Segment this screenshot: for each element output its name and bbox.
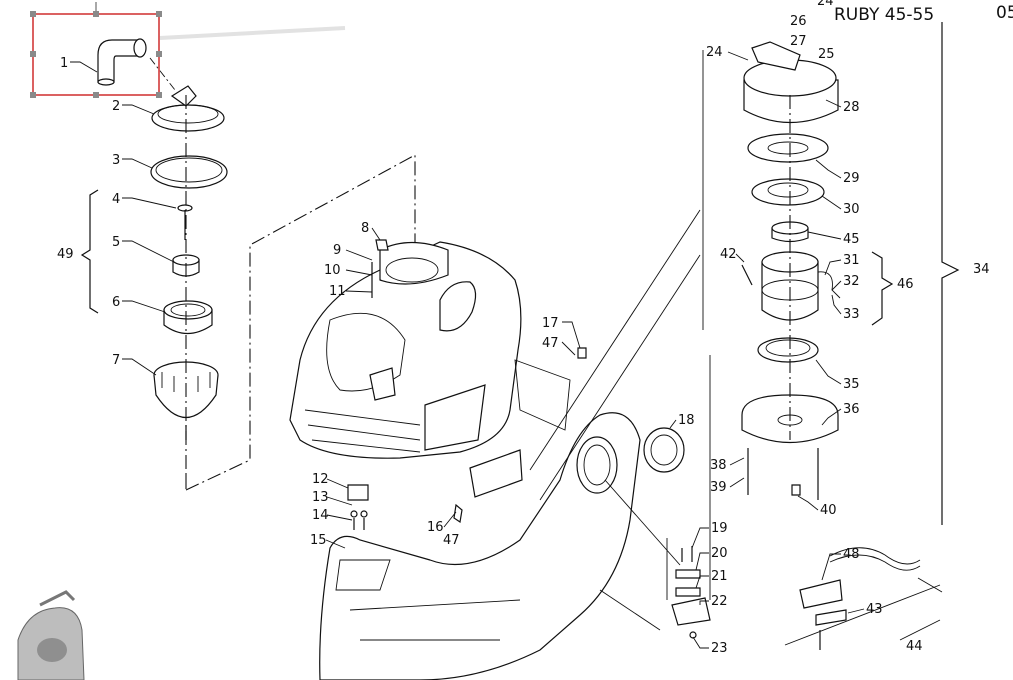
callout-6: 6	[112, 295, 120, 310]
part-29-gasket	[747, 133, 829, 163]
callout-labels: 1 2 3 4 5 6 7 8 9 10 11 12 13 14 15 16 1…	[57, 0, 990, 656]
callout-28: 28	[843, 100, 860, 115]
callout-46: 46	[897, 277, 914, 292]
callout-15: 15	[310, 533, 327, 548]
part-35-gasket	[757, 337, 819, 363]
part-6-ring	[163, 300, 213, 335]
callout-2: 2	[112, 99, 120, 114]
callout-36: 36	[843, 402, 860, 417]
part-31-motor	[741, 251, 841, 321]
callout-19: 19	[711, 521, 728, 536]
callout-17: 17	[542, 316, 559, 331]
callout-47-top: 47	[542, 336, 559, 351]
part-30-ring	[751, 178, 825, 206]
callout-49: 49	[57, 247, 74, 262]
callout-32: 32	[843, 274, 860, 289]
callout-14: 14	[312, 508, 329, 523]
callout-26: 26	[790, 14, 807, 29]
callout-38: 38	[710, 458, 727, 473]
selection-box[interactable]	[30, 2, 162, 98]
part-3-gasket	[150, 155, 228, 189]
callout-44: 44	[906, 639, 923, 654]
machine-thumbnail	[17, 590, 85, 680]
resize-handle[interactable]	[93, 92, 99, 98]
part-28-motor-cover	[743, 41, 839, 123]
callout-48: 48	[843, 547, 860, 562]
resize-handle[interactable]	[30, 92, 36, 98]
callout-18: 18	[678, 413, 695, 428]
callout-25: 25	[818, 47, 835, 62]
part-12-14-clip	[347, 484, 369, 530]
callout-34: 34	[973, 262, 990, 277]
callout-5: 5	[112, 235, 120, 250]
part-18-plug	[643, 427, 685, 473]
callout-40: 40	[820, 503, 837, 518]
part-19-23-bracket	[671, 546, 711, 639]
callout-7: 7	[112, 353, 120, 368]
callout-11: 11	[329, 284, 346, 299]
callout-22: 22	[711, 594, 728, 609]
callout-24-top: 24	[817, 0, 834, 9]
callout-leaders	[70, 51, 865, 649]
callout-23: 23	[711, 641, 728, 656]
part-body-tank	[289, 241, 522, 459]
callout-39: 39	[710, 480, 727, 495]
part-2-lid	[151, 85, 225, 132]
callout-35: 35	[843, 377, 860, 392]
resize-handle[interactable]	[156, 92, 162, 98]
callout-10: 10	[324, 263, 341, 278]
page-code: 05	[996, 3, 1013, 23]
callout-43: 43	[866, 602, 883, 617]
resize-handle[interactable]	[156, 51, 162, 57]
part-17-clip	[577, 347, 587, 359]
callout-9: 9	[333, 243, 341, 258]
callout-31: 31	[843, 253, 860, 268]
part-1-elbow-hose	[97, 26, 346, 91]
callout-30: 30	[843, 202, 860, 217]
callout-29: 29	[843, 171, 860, 186]
part-43-48-connector	[784, 547, 943, 650]
callout-27: 27	[790, 34, 807, 49]
callout-20: 20	[711, 546, 728, 561]
callout-33: 33	[843, 307, 860, 322]
callout-16: 16	[427, 520, 444, 535]
callout-1: 1	[60, 56, 68, 71]
part-4-screw	[177, 204, 193, 240]
resize-handle[interactable]	[93, 11, 99, 17]
model-title: RUBY 45-55	[834, 5, 935, 25]
callout-13: 13	[312, 490, 329, 505]
callout-8: 8	[361, 221, 369, 236]
callout-4: 4	[112, 192, 120, 207]
callout-47: 47	[443, 533, 460, 548]
part-15-base	[319, 359, 641, 680]
resize-handle[interactable]	[30, 51, 36, 57]
callout-21: 21	[711, 569, 728, 584]
callout-42: 42	[720, 247, 737, 262]
resize-handle[interactable]	[30, 11, 36, 17]
callout-24: 24	[706, 45, 723, 60]
callout-45: 45	[843, 232, 860, 247]
resize-handle[interactable]	[156, 11, 162, 17]
callout-3: 3	[112, 153, 120, 168]
callout-12: 12	[312, 472, 329, 487]
